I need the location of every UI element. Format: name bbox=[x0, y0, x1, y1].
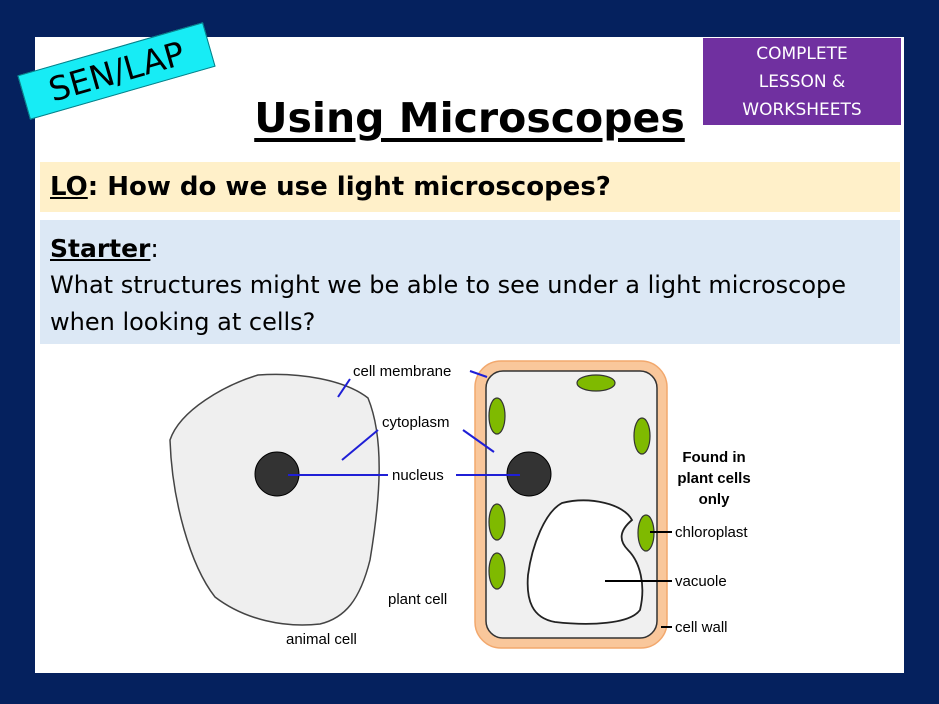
page-title: Using Microscopes bbox=[254, 94, 685, 142]
learning-objective: LO: How do we use light microscopes? bbox=[40, 162, 900, 212]
pointer-line bbox=[337, 378, 351, 398]
chloroplast bbox=[633, 417, 651, 455]
badge-line-1: COMPLETE bbox=[756, 43, 848, 64]
starter-box: Starter: What structures might we be abl… bbox=[40, 220, 900, 344]
starter-label: Starter bbox=[50, 234, 151, 263]
starter-question-line-1: What structures might we be able to see … bbox=[50, 271, 847, 299]
pointer-line bbox=[341, 429, 379, 461]
label-found-in: plant cells bbox=[677, 470, 750, 487]
label-animal-cell: animal cell bbox=[286, 631, 357, 648]
lo-prefix: LO bbox=[50, 172, 88, 202]
label-cytoplasm: cytoplasm bbox=[382, 414, 450, 431]
plant-vacuole bbox=[526, 499, 644, 625]
complete-lesson-badge[interactable]: COMPLETE LESSON & WORKSHEETS bbox=[703, 38, 901, 125]
label-cell-membrane: cell membrane bbox=[353, 363, 451, 380]
lo-text: : How do we use light microscopes? bbox=[87, 172, 611, 202]
chloroplast bbox=[488, 503, 506, 541]
label-plant-cell: plant cell bbox=[388, 591, 447, 608]
chloroplast bbox=[488, 397, 506, 435]
badge-line-3: WORKSHEETS bbox=[742, 99, 862, 120]
badge-line-2: LESSON & bbox=[758, 71, 846, 92]
starter-colon: : bbox=[150, 234, 159, 263]
label-found-in: Found in bbox=[682, 449, 745, 466]
label-chloroplast: chloroplast bbox=[675, 524, 748, 541]
starter-question-line-2: when looking at cells? bbox=[50, 308, 316, 336]
label-cell-wall: cell wall bbox=[675, 619, 728, 636]
label-found-in: only bbox=[699, 491, 730, 508]
chloroplast bbox=[576, 374, 616, 392]
chloroplast bbox=[488, 552, 506, 590]
pointer-line bbox=[469, 370, 488, 378]
animal-cell-membrane bbox=[169, 373, 380, 626]
label-nucleus: nucleus bbox=[392, 467, 444, 484]
slide-background bbox=[35, 37, 904, 673]
label-vacuole: vacuole bbox=[675, 573, 727, 590]
pointer-line bbox=[462, 429, 495, 453]
